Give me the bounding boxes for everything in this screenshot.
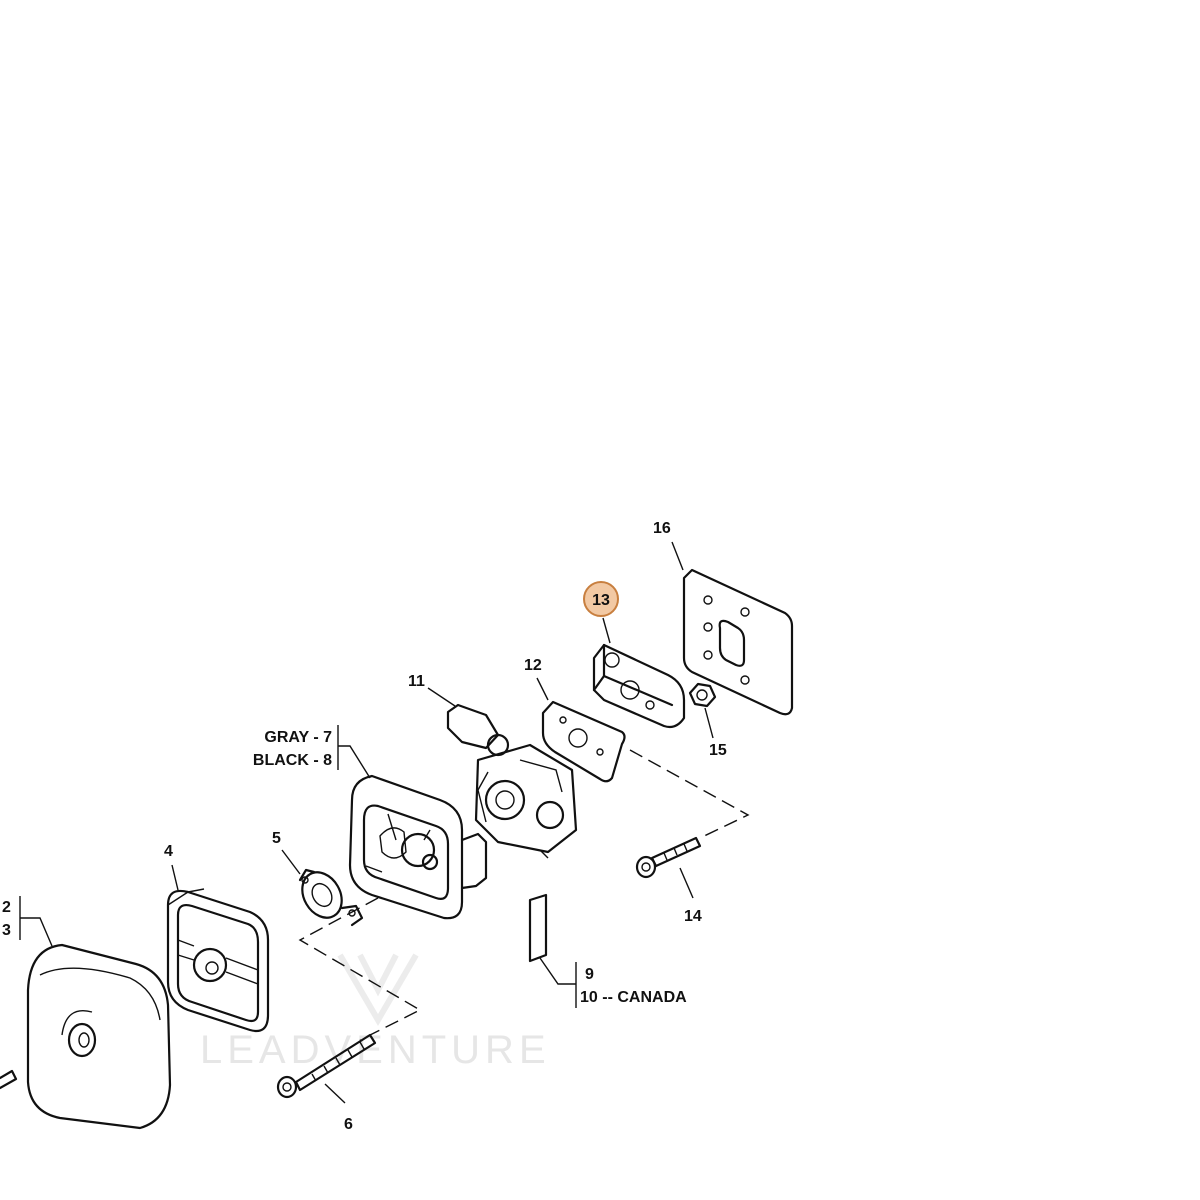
part-14-bolt[interactable] [635,836,702,879]
part-2-3-filter-cover[interactable] [26,943,172,1130]
callout-5[interactable]: 5 [272,830,281,847]
part-4-filter-element[interactable] [166,888,270,1033]
part-9-10-decal[interactable] [528,893,548,963]
part-16-gasket[interactable] [682,568,794,716]
assembly-lines [298,749,750,1041]
leader-lines [19,541,714,1104]
part-6-long-bolt[interactable] [276,1033,377,1099]
part-7-8-filter-base[interactable] [348,774,488,920]
part-left-bolt[interactable] [0,1069,18,1090]
callout-6[interactable]: 6 [344,1116,353,1133]
callout-15[interactable]: 15 [709,742,727,759]
highlight-circle-13[interactable] [583,581,619,617]
callout-16[interactable]: 16 [653,520,671,537]
part-12-gasket[interactable] [541,700,626,783]
callout-13[interactable]: 13 [592,592,610,609]
watermark-text: LEADVENTURE [200,1028,551,1072]
callout-11[interactable]: 11 [408,673,425,690]
callout-14[interactable]: 14 [684,908,702,925]
callout-3[interactable]: 3 [2,922,11,939]
callout-12[interactable]: 12 [524,657,542,674]
callout-gray-7[interactable]: GRAY - 7 [264,729,332,746]
callout-2[interactable]: 2 [2,899,11,916]
part-13-insulator[interactable] [592,643,686,729]
part-11-carburetor[interactable] [446,703,578,859]
callout-4[interactable]: 4 [164,843,173,860]
callout-labels: 16 13 12 11 15 GRAY - 7 BLACK - 8 5 4 14… [2,520,727,1133]
part-5-choke-plate[interactable] [294,865,364,927]
part-15-nut[interactable] [688,682,717,708]
watermark: LEADVENTURE [200,953,551,1072]
callout-10-canada[interactable]: 10 -- CANADA [580,989,687,1006]
callout-9[interactable]: 9 [585,966,594,983]
callout-black-8[interactable]: BLACK - 8 [253,752,332,769]
